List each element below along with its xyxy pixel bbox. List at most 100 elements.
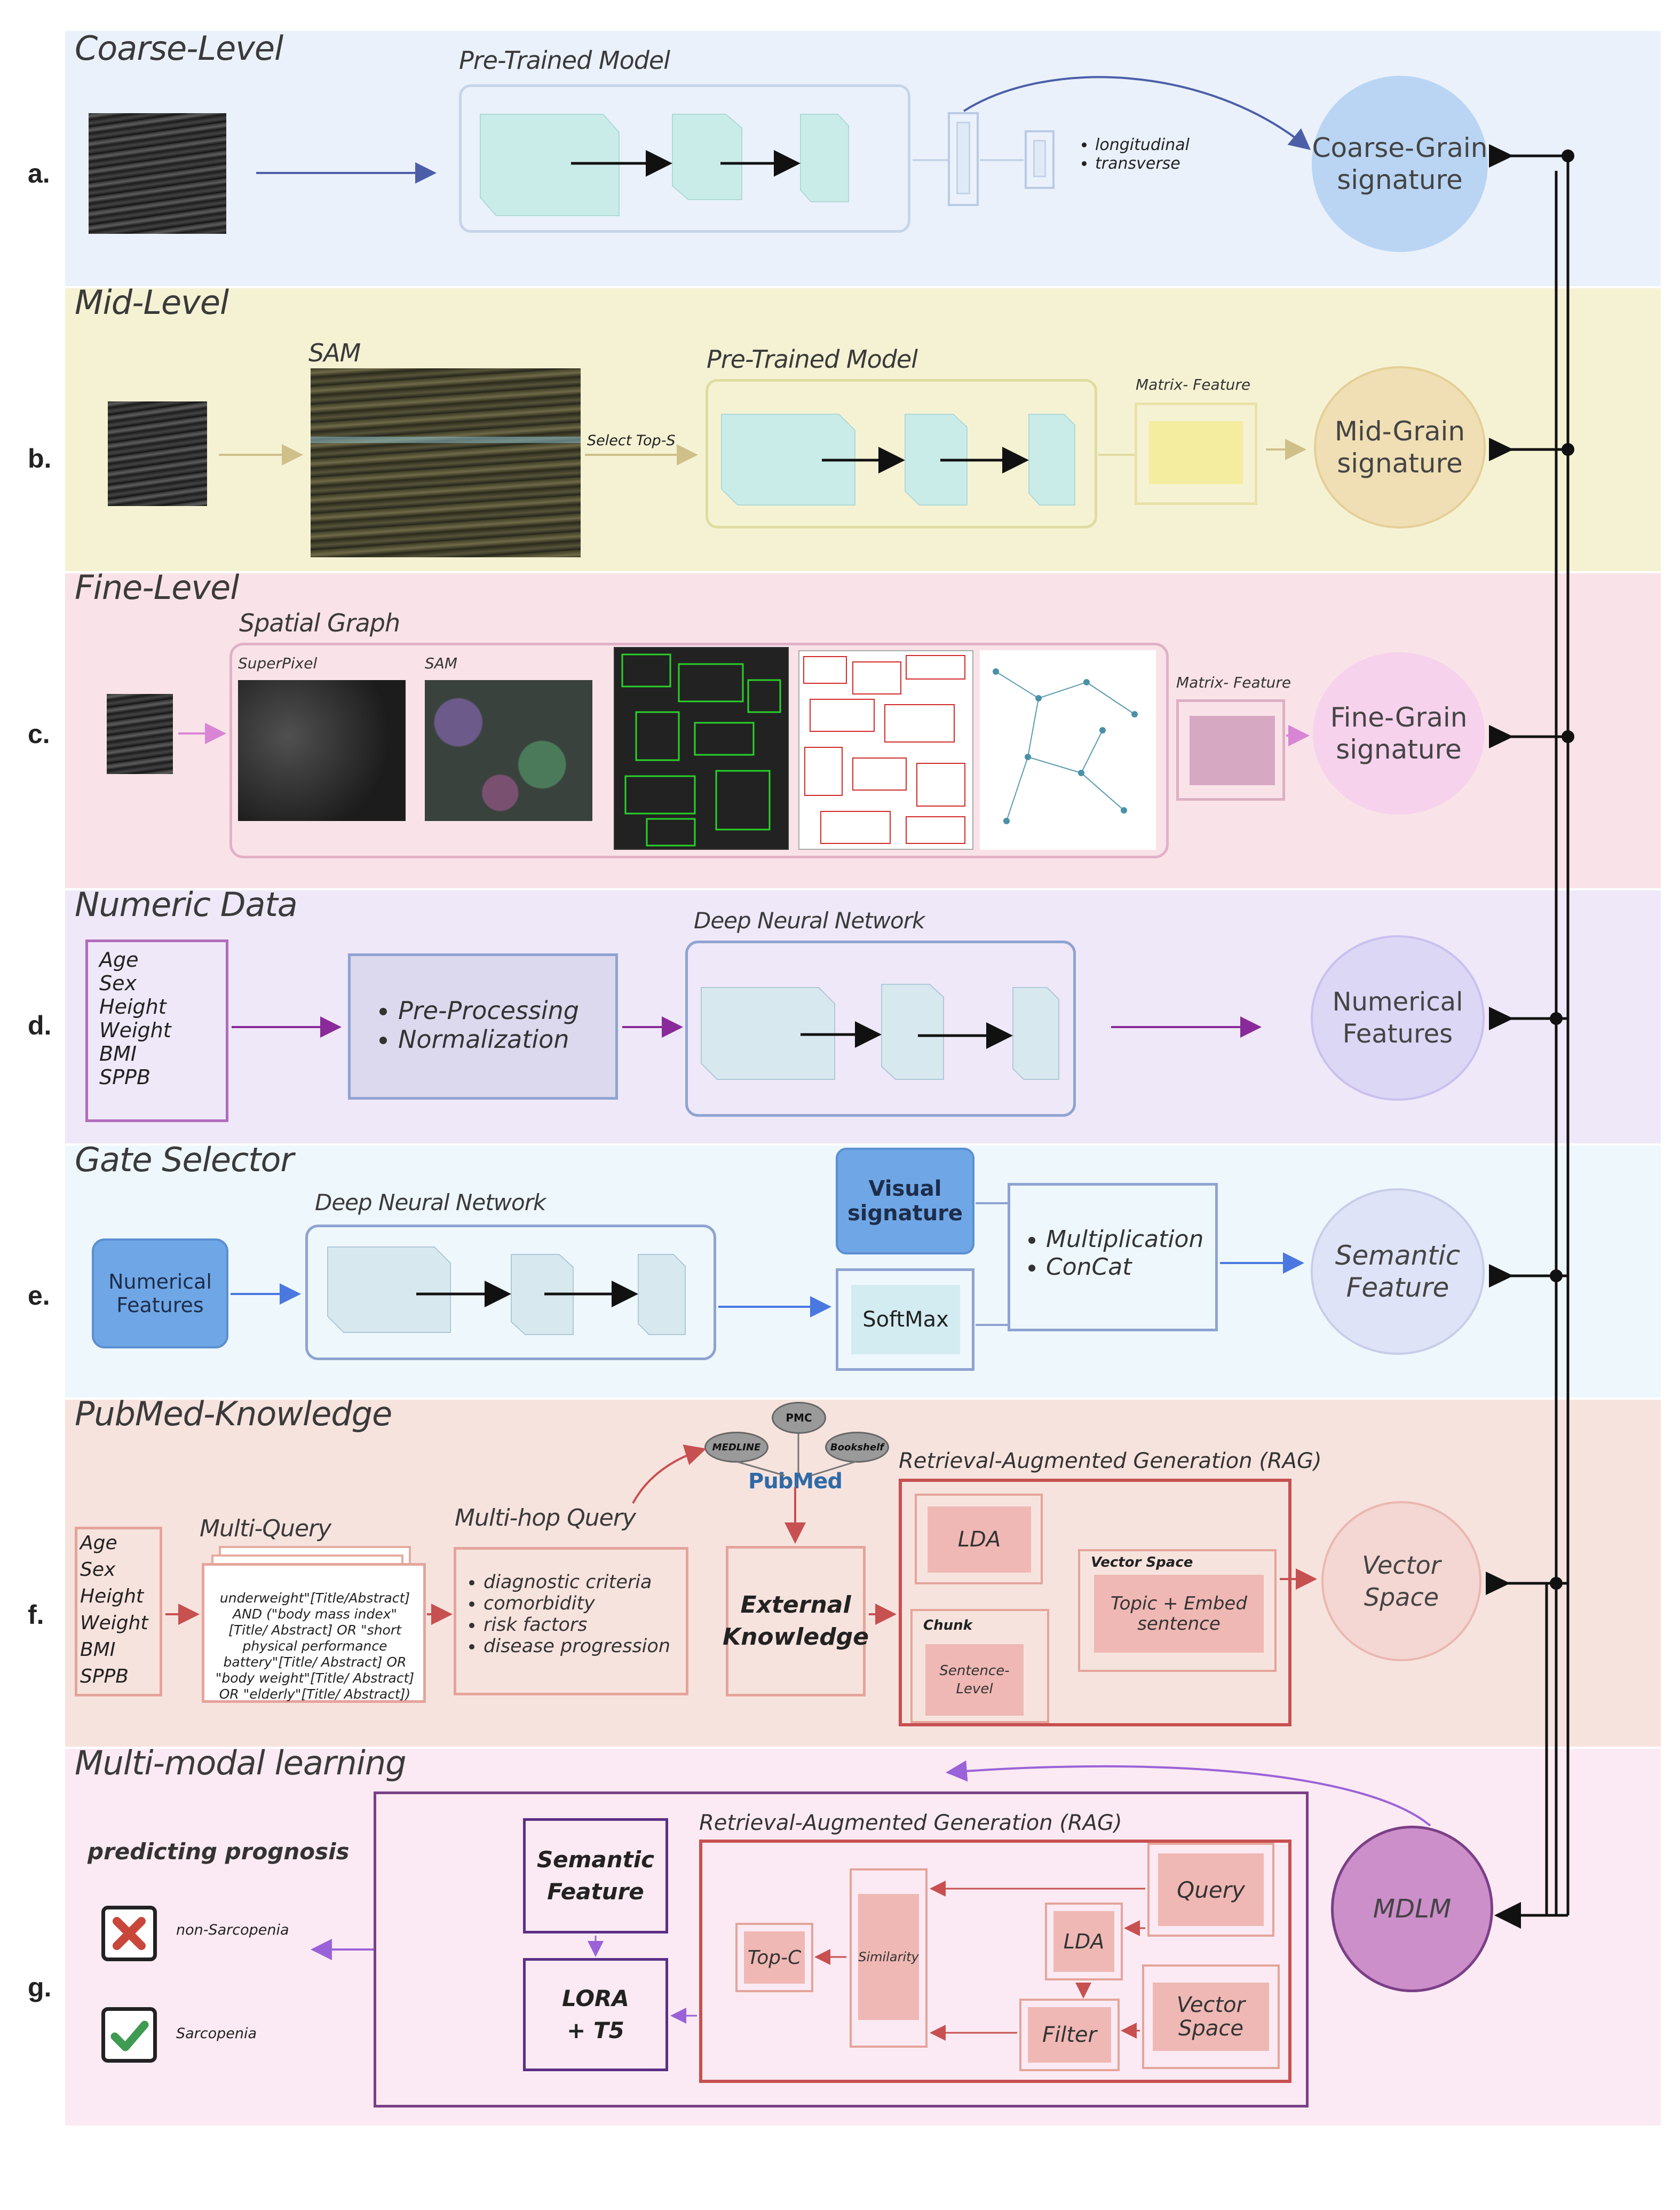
pretrained-model-box-b: [706, 379, 1097, 528]
pretrained-model-title-b: Pre-Trained Model: [707, 345, 918, 374]
multihop-title: Multi-hop Query: [455, 1504, 636, 1532]
cnn-blocks-a: [480, 114, 849, 216]
lda-box-f: LDA: [915, 1494, 1043, 1584]
graph-nodes: [993, 668, 1138, 824]
sam-segment-image: [425, 680, 592, 821]
pmc-node: PMC: [772, 1402, 826, 1434]
vector-space-circle: Vector Space: [1321, 1501, 1481, 1661]
dnn-box-d: [685, 941, 1076, 1117]
numeric-inputs-list: Age Sex Height Weight BMI SPPB: [99, 948, 171, 1089]
pretrained-model-title-a: Pre-Trained Model: [459, 46, 670, 75]
hop-disease-progression: disease progression: [484, 1636, 670, 1657]
band-title-a: Coarse-Level: [75, 29, 283, 68]
row-label-g: g.: [28, 1972, 52, 2002]
fusion-ops-box: [1008, 1183, 1218, 1331]
hop-comorbidity: comorbidity: [484, 1593, 670, 1614]
sam-title-c: SAM: [425, 654, 458, 672]
f-input-sppb: SPPB: [80, 1666, 129, 1687]
lda-inner-f: LDA: [928, 1506, 1031, 1573]
cnn-blocks-e: [327, 1246, 686, 1335]
dnn-box-e: [305, 1225, 716, 1360]
signature-output-arrowheads: [1486, 144, 1513, 1595]
mml-outer-box: [374, 1791, 1309, 2108]
spatial-graph-box: [229, 643, 1169, 858]
band-title-c: Fine-Level: [75, 568, 239, 607]
filter-box: Filter: [1019, 1999, 1120, 2071]
input-bmi: BMI: [99, 1042, 137, 1065]
band-title-e: Gate Selector: [75, 1140, 294, 1179]
feature-vector-a1: [948, 112, 979, 206]
preprocessing-steps: Pre-ProcessingNormalization: [374, 996, 579, 1054]
chunk-box: Chunk Sentence-Level: [910, 1609, 1049, 1723]
semantic-feature-circle: Semantic Feature: [1311, 1188, 1485, 1355]
rag-box-f: [899, 1479, 1291, 1726]
rag-title-f: Retrieval-Augmented Generation (RAG): [899, 1449, 1322, 1473]
query-box-g: Query: [1147, 1843, 1274, 1937]
multi-query-title: Multi-Query: [200, 1515, 331, 1542]
row-label-d: d.: [28, 1011, 52, 1040]
numerical-features-input: Numerical Features: [92, 1238, 228, 1348]
pubmed-inputs-box: [75, 1527, 162, 1696]
f-input-age: Age: [80, 1532, 117, 1554]
lora-t5-box: LORA + T5: [523, 1958, 668, 2071]
sam-title-b: SAM: [308, 338, 361, 367]
coarse-grain-signature: Coarse-Grain signature: [1312, 76, 1488, 252]
fusion-ops-list: MultiplicationConCat: [1021, 1226, 1203, 1281]
pubmed-lines: [736, 1434, 857, 1477]
op-concat: ConCat: [1046, 1253, 1203, 1281]
input-height: Height: [99, 995, 167, 1019]
fine-grain-signature: Fine-Grain signature: [1313, 652, 1485, 815]
rag-title-g: Retrieval-Augmented Generation (RAG): [699, 1811, 1122, 1835]
f-input-height: Height: [80, 1585, 144, 1607]
input-weight: Weight: [99, 1019, 171, 1042]
feature-vector-a2: [1025, 130, 1055, 189]
band-title-g: Multi-modal learning: [75, 1743, 407, 1782]
vector-space-box-g: Vector Space: [1142, 1964, 1280, 2069]
row-label-e: e.: [28, 1281, 50, 1311]
view-longitudinal: longitudinal: [1095, 136, 1190, 154]
input-age: Age: [99, 948, 139, 972]
red-boxes: [803, 655, 965, 844]
numerical-features-circle: Numerical Features: [1311, 935, 1485, 1101]
cnn-blocks-d: [701, 984, 1059, 1080]
pretrained-model-box-a: [459, 84, 910, 233]
softmax-inner: SoftMax: [851, 1285, 960, 1354]
topic-embed-box: Topic + Embed sentence: [1094, 1575, 1264, 1653]
cross-icon: [101, 1906, 157, 1961]
spatial-graph-title: Spatial Graph: [239, 609, 400, 637]
view-list-a: longitudinaltransverse: [1076, 136, 1190, 173]
internal-arrows: [416, 150, 1029, 1307]
ultrasound-image-b: [108, 401, 207, 506]
select-top-s-label: Select Top-S: [587, 432, 676, 449]
step-normalization: Normalization: [398, 1025, 579, 1054]
lda-box-g: LDA: [1045, 1903, 1123, 1980]
semantic-feature-box-g: Semantic Feature: [523, 1818, 668, 1933]
pubmed-inputs-list: Age Sex Height Weight BMI SPPB: [80, 1530, 148, 1690]
view-transverse: transverse: [1095, 154, 1190, 173]
mid-grain-signature: Mid-Grain signature: [1314, 366, 1486, 528]
f-input-weight: Weight: [80, 1612, 148, 1634]
f-input-sex: Sex: [80, 1559, 116, 1581]
arrow-g-mdlm-to-outer: [946, 1760, 1431, 1827]
band-title-f: PubMed-Knowledge: [75, 1394, 392, 1433]
matrix-feature-title-c: Matrix- Feature: [1176, 674, 1291, 691]
rag-box-g: [699, 1840, 1291, 2083]
step-preprocessing: Pre-Processing: [398, 996, 579, 1025]
non-sarcopenia-label: non-Sarcopenia: [176, 1922, 289, 1938]
hop-diagnostic: diagnostic criteria: [484, 1572, 670, 1593]
input-sex: Sex: [99, 972, 137, 995]
visual-signature-box: Visual signature: [836, 1148, 974, 1254]
check-icon: [101, 2007, 157, 2063]
sentence-level-box: Sentence-Level: [925, 1644, 1024, 1716]
mdlm-circle[interactable]: MDLM: [1331, 1826, 1493, 1992]
query-text: underweight"[Title/Abstract] AND ("body …: [215, 1590, 415, 1702]
input-sppb: SPPB: [99, 1065, 151, 1089]
green-boxes: [621, 653, 781, 847]
query-card: underweight"[Title/Abstract] AND ("body …: [202, 1563, 426, 1703]
multihop-list: diagnostic criteriacomorbidityrisk facto…: [459, 1572, 670, 1657]
external-knowledge-box: External Knowledge: [723, 1546, 869, 1696]
red-box-image: [798, 650, 973, 850]
numeric-inputs-box: [85, 940, 228, 1122]
row-g-rag-arrows: [814, 1881, 1145, 2041]
